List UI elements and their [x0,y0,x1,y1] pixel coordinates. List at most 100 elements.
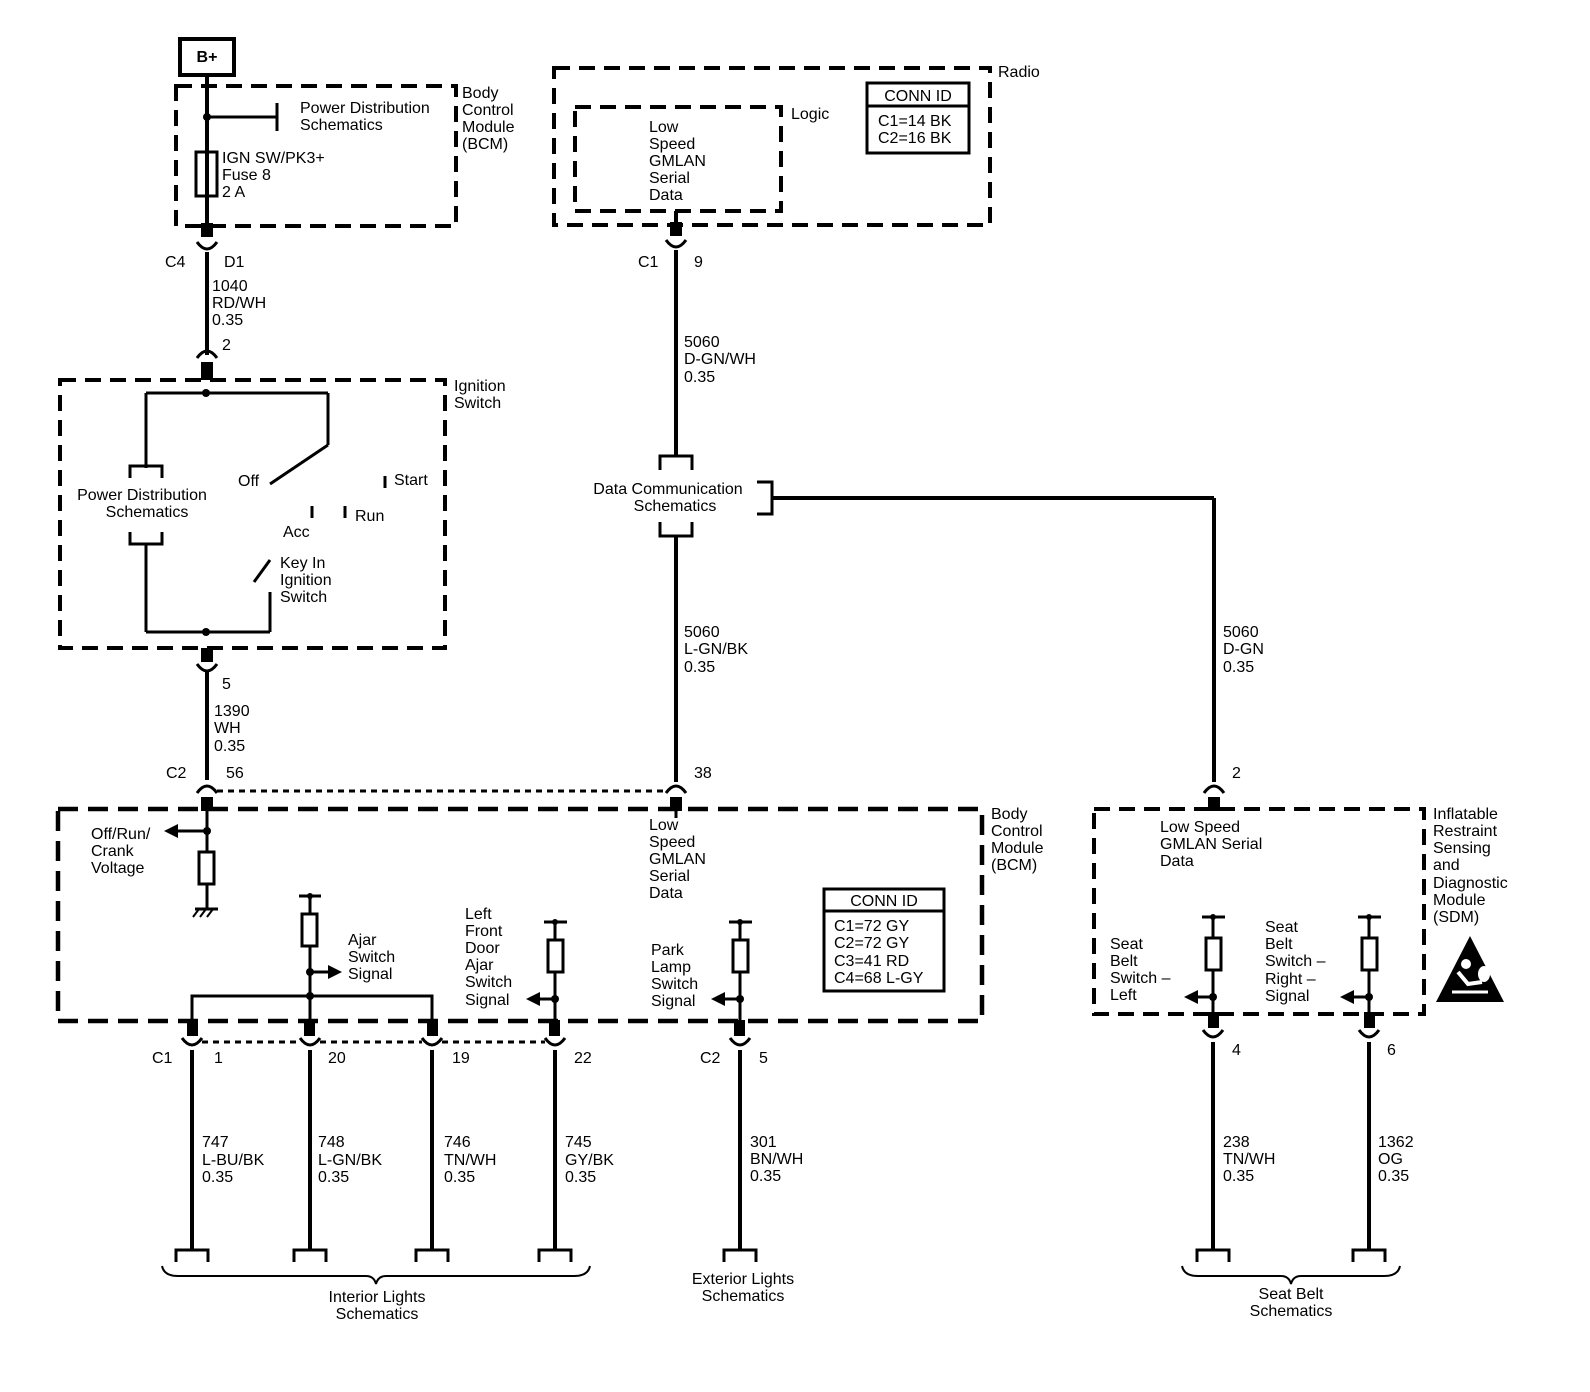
svg-text:Data: Data [1160,853,1194,870]
airbag-warning-icon [1436,936,1504,1002]
svg-text:Schematics: Schematics [1250,1303,1333,1320]
radio-conn-row: C2=16 BK [878,130,952,147]
bcm-pin: 5 [759,1050,768,1067]
svg-text:0.35: 0.35 [444,1169,475,1186]
svg-text:L-BU/BK: L-BU/BK [202,1152,265,1169]
seat-belt-switch-right: Seat Belt Switch – Right – Signal [1265,919,1326,1005]
svg-text:Data: Data [649,187,683,204]
conn-c4: C4 [165,254,186,271]
svg-text:746: 746 [444,1134,471,1151]
wire-5060-right-label: 5060 D-GN 0.35 [1223,624,1264,676]
svg-text:Crank: Crank [91,843,135,860]
wire-747-label: 747 L-BU/BK 0.35 [202,1134,265,1186]
bcm-conn-row: C2=72 GY [834,935,909,952]
radio-conn-row: C1=14 BK [878,113,952,130]
svg-text:Signal: Signal [348,966,392,983]
svg-text:Inflatable: Inflatable [1433,806,1498,823]
bcm-pin: 1 [214,1050,223,1067]
svg-text:745: 745 [565,1134,592,1151]
b-plus-label: B+ [197,49,218,66]
svg-text:748: 748 [318,1134,345,1151]
bcm-serial-data: Low Speed GMLAN Serial Data [649,817,706,902]
svg-text:Voltage: Voltage [91,860,144,877]
sdm-serial-data: Low Speed GMLAN Serial Data [1160,819,1262,870]
svg-text:238: 238 [1223,1134,1250,1151]
svg-text:Switch –: Switch – [1265,953,1326,970]
svg-text:Body: Body [462,85,498,102]
svg-text:Off/Run/: Off/Run/ [91,826,151,843]
svg-text:301: 301 [750,1134,777,1151]
svg-text:D-GN/WH: D-GN/WH [684,351,756,368]
svg-text:Left: Left [465,906,492,923]
svg-text:IGN SW/PK3+: IGN SW/PK3+ [222,150,325,167]
svg-text:0.35: 0.35 [1223,1168,1254,1185]
bcm-conn-id-table [822,887,946,993]
sdm-pin-2: 2 [1232,765,1241,782]
wire-748-label: 748 L-GN/BK 0.35 [318,1134,382,1186]
sdm-pin-4: 4 [1232,1042,1241,1059]
svg-text:Module: Module [1433,892,1486,909]
svg-text:0.35: 0.35 [318,1169,349,1186]
svg-text:Body: Body [991,806,1027,823]
svg-text:Seat: Seat [1110,936,1143,953]
ign-pin-2: 2 [222,337,231,354]
svg-text:Module: Module [991,840,1044,857]
svg-text:Left: Left [1110,987,1137,1004]
radio-box [552,66,992,227]
svg-text:Key In: Key In [280,555,325,572]
ajar-switch-signal: Ajar Switch Signal [348,932,395,983]
svg-text:5060: 5060 [1223,624,1259,641]
svg-text:Switch: Switch [348,949,395,966]
svg-text:Belt: Belt [1110,953,1138,970]
svg-text:Data Communication: Data Communication [593,481,742,498]
svg-text:Schematics: Schematics [106,504,189,521]
svg-text:0.35: 0.35 [202,1169,233,1186]
svg-text:Front: Front [465,923,503,940]
bcm-conn-title: CONN ID [850,893,918,910]
bcm-conn-c2: C2 [166,765,187,782]
svg-text:Speed: Speed [649,834,695,851]
svg-text:0.35: 0.35 [750,1168,781,1185]
bcm-pin-56: 56 [226,765,244,782]
bcm-main-name: Body Control Module (BCM) [991,806,1044,874]
bcm-conn-row: C1=72 GY [834,918,909,935]
bcm-conn-c1: C1 [152,1050,173,1067]
wire-745-label: 745 GY/BK 0.35 [565,1134,614,1186]
svg-text:Sensing: Sensing [1433,840,1491,857]
radio-pin-9: 9 [694,254,703,271]
data-communication-reference: Data Communication Schematics [593,481,742,515]
sdm-name: Inflatable Restraint Sensing and Diagnos… [1433,806,1508,926]
svg-text:5060: 5060 [684,624,720,641]
svg-text:BN/WH: BN/WH [750,1151,803,1168]
sdm-pin-6: 6 [1387,1042,1396,1059]
svg-text:Right –: Right – [1265,971,1316,988]
svg-text:L-GN/BK: L-GN/BK [318,1152,382,1169]
ign-pin-5: 5 [222,676,231,693]
wire-1362-label: 1362 OG 0.35 [1378,1134,1414,1185]
svg-text:Serial: Serial [649,868,690,885]
svg-text:0.35: 0.35 [212,312,243,329]
svg-text:Exterior Lights: Exterior Lights [692,1271,794,1288]
label-run: Run [355,508,384,525]
bcm-main-box [55,806,985,1024]
wire-1390-label: 1390 WH 0.35 [214,703,250,755]
svg-text:Switch: Switch [651,976,698,993]
bcm-pin: 22 [574,1050,592,1067]
svg-text:Signal: Signal [651,993,695,1010]
label-start: Start [394,472,428,489]
svg-text:Switch: Switch [454,395,501,412]
svg-text:Signal: Signal [1265,988,1309,1005]
svg-text:Switch: Switch [280,589,327,606]
exterior-lights-reference: Exterior Lights Schematics [692,1271,794,1305]
wire-1040-label: 1040 RD/WH 0.35 [212,278,266,329]
svg-text:Low: Low [649,817,679,834]
pin-d1: D1 [224,254,245,271]
svg-text:Seat: Seat [1265,919,1298,936]
svg-text:Signal: Signal [465,992,509,1009]
svg-text:TN/WH: TN/WH [444,1152,496,1169]
logic-label: Logic [791,106,829,123]
off-run-crank-voltage: Off/Run/ Crank Voltage [91,826,151,877]
svg-text:GY/BK: GY/BK [565,1152,614,1169]
radio-conn-c1: C1 [638,254,659,271]
svg-text:1040: 1040 [212,278,248,295]
